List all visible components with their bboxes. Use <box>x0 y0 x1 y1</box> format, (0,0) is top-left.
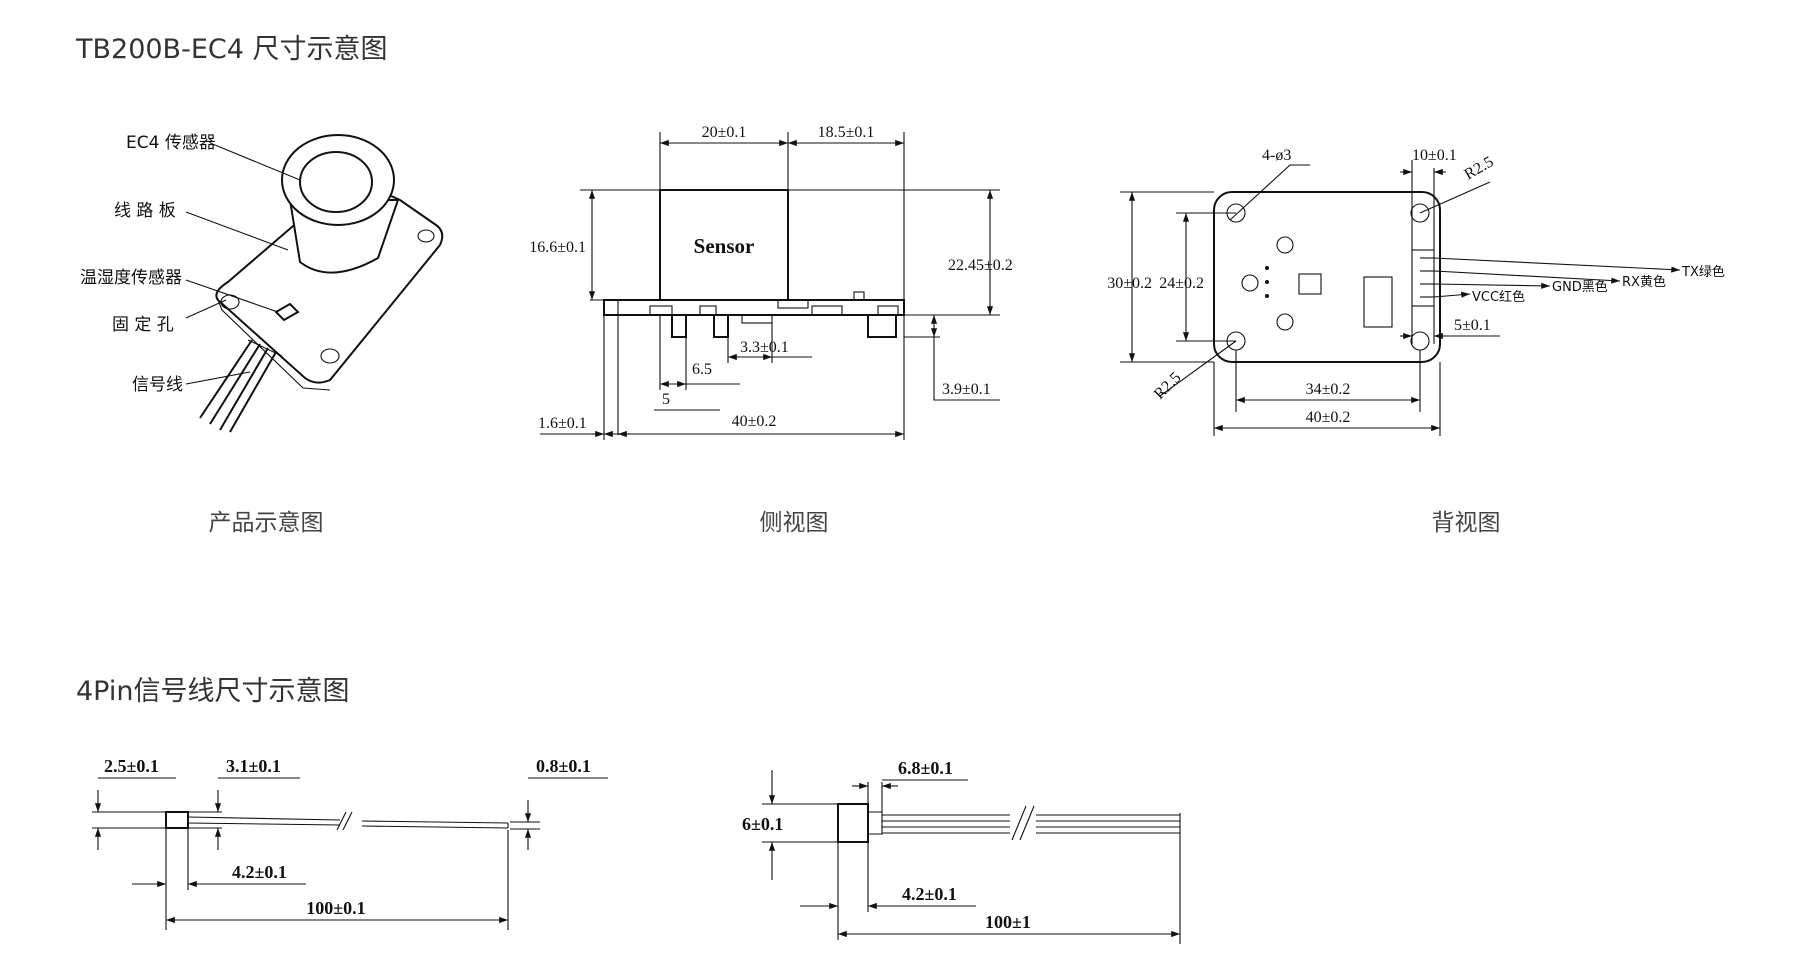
right-cable: 6.8±0.1 6±0.1 4.2±0.1 100±1 <box>742 758 1181 944</box>
wire-rx-label: RX黄色 <box>1622 274 1666 290</box>
signal-wires-shape <box>199 339 277 433</box>
label-mount-hole: 固 定 孔 <box>112 315 174 335</box>
dim-2-5: 2.5±0.1 <box>104 756 159 776</box>
dim-3-9: 3.9±0.1 <box>942 381 991 398</box>
dim-w40: 40±0.2 <box>1306 409 1351 426</box>
dim-1-6: 1.6±0.1 <box>538 415 587 432</box>
dim-length-right: 100±1 <box>985 912 1031 932</box>
mount-hole-icon <box>1410 331 1430 351</box>
dim-5: 5±0.1 <box>1454 317 1491 334</box>
dim-top-left: 20±0.1 <box>702 124 747 141</box>
dim-holes: 4-ø3 <box>1262 147 1291 164</box>
dim-width: 40±0.2 <box>732 413 777 430</box>
dim-6-8: 6.8±0.1 <box>898 758 953 778</box>
dim-10: 10±0.1 <box>1412 147 1457 164</box>
temp-humidity-sensor-shape <box>274 302 300 322</box>
caption-back-view: 背视图 <box>1432 510 1501 536</box>
left-cable: 2.5±0.1 3.1±0.1 0.8±0.1 4.2±0.1 100±0.1 <box>92 756 608 930</box>
cable-connector-shape <box>165 811 189 829</box>
dim-4-2-left: 4.2±0.1 <box>232 862 287 882</box>
mount-hole-icon <box>1410 203 1430 223</box>
label-signal-wire: 信号线 <box>132 375 183 395</box>
dim-3-1: 3.1±0.1 <box>226 756 281 776</box>
mount-hole-icon <box>417 229 435 243</box>
wire-gnd-label: GND黑色 <box>1552 279 1608 295</box>
dim-4-2-right: 4.2±0.1 <box>902 884 957 904</box>
dim-h24: 24±0.2 <box>1159 275 1204 292</box>
dim-6: 6±0.1 <box>742 814 783 834</box>
dim-h30: 30±0.2 <box>1107 275 1152 292</box>
board-side-shape <box>603 299 905 316</box>
dim-height-left: 16.6±0.1 <box>529 239 586 256</box>
dim-height-right: 22.45±0.2 <box>948 257 1013 274</box>
sensor-label: Sensor <box>694 234 755 258</box>
label-circuit-board: 线 路 板 <box>114 201 176 221</box>
wire-tx-label: TX绿色 <box>1681 264 1725 280</box>
dim-6-5: 6.5 <box>692 361 712 378</box>
dim-r-bottom: R2.5 <box>1151 369 1185 403</box>
caption-product-view: 产品示意图 <box>209 510 324 536</box>
label-temp-humidity-sensor: 温湿度传感器 <box>80 268 182 288</box>
dim-top-right: 18.5±0.1 <box>818 124 875 141</box>
wire-vcc-label: VCC红色 <box>1472 289 1525 305</box>
circuit-board-shape <box>215 180 444 384</box>
dim-3-3: 3.3±0.1 <box>740 339 789 356</box>
cable-connector-shape <box>837 803 869 843</box>
back-view: VCC红色 GND黑色 RX黄色 TX绿色 4-ø3 10±0.1 R2.5 R… <box>1107 147 1725 436</box>
label-ec4-sensor: EC4 传感器 <box>126 133 216 153</box>
caption-side-view: 侧视图 <box>760 510 829 536</box>
dim-r-top: R2.5 <box>1462 153 1497 183</box>
dim-length-left: 100±0.1 <box>306 898 365 918</box>
product-view: EC4 传感器 线 路 板 温湿度传感器 固 定 孔 信号线 <box>80 133 444 433</box>
dim-0-8: 0.8±0.1 <box>536 756 591 776</box>
side-view: Sensor 20±0.1 18.5±0.1 16.6±0.1 22.45±0.… <box>529 124 1013 440</box>
mount-hole-icon <box>320 348 340 364</box>
section2-title: 4Pin信号线尺寸示意图 <box>76 676 349 707</box>
board-back-shape <box>1213 191 1441 363</box>
section1-title: TB200B-EC4 尺寸示意图 <box>75 34 388 65</box>
dim-w34: 34±0.2 <box>1306 381 1351 398</box>
dim-5: 5 <box>662 391 670 408</box>
